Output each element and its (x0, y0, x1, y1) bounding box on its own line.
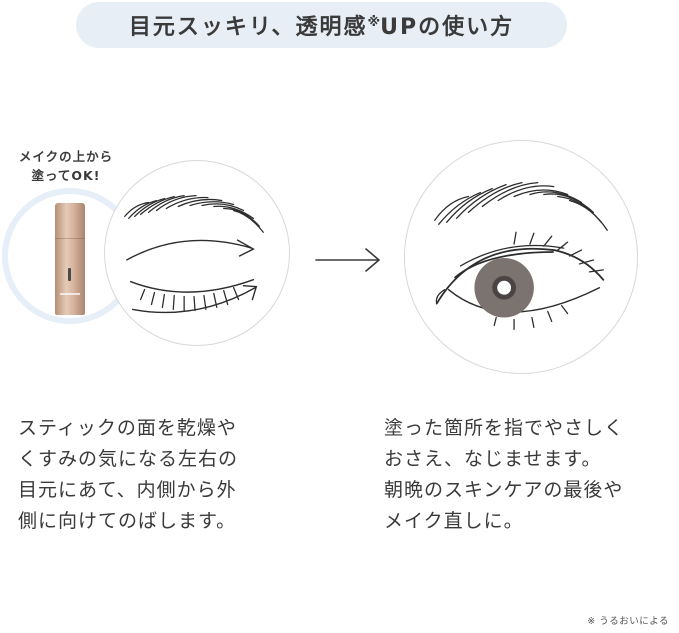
footnote: ※ うるおいによる (587, 616, 669, 627)
stick-cap-seam (55, 238, 85, 239)
right-arrow-icon (315, 248, 381, 272)
step-1-description: スティックの面を乾燥や くすみの気になる左右の 目元にあて、内側から外 側に向け… (18, 413, 238, 537)
page-title: 目元スッキリ、透明感※UPの使い方 (129, 9, 514, 41)
catchlight-icon (497, 280, 512, 295)
step-1-line: 目元にあて、内側から外 (18, 479, 237, 501)
title-note-mark: ※ (367, 15, 381, 30)
open-eye-icon (434, 181, 608, 331)
step-2-line: 朝晩のスキンケアの最後や (384, 479, 624, 501)
step-2-line: おさえ、なじませます。 (384, 448, 602, 470)
callout-line-1: メイクの上から (18, 149, 114, 164)
step-2-line: 塗った箇所を指でやさしく (384, 417, 625, 439)
callout-text: メイクの上から 塗ってOK! (4, 147, 128, 185)
step-1-line: スティックの面を乾燥や (18, 417, 237, 439)
title-banner: 目元スッキリ、透明感※UPの使い方 (76, 2, 567, 48)
title-main: 目元スッキリ、透明感 (128, 15, 368, 40)
step-1-line: くすみの気になる左右の (18, 448, 239, 470)
step-1-line: 側に向けてのばします。 (18, 510, 237, 532)
step-2-line: メイク直しに。 (384, 510, 524, 532)
closed-eye-icon (124, 194, 264, 314)
callout-line-2: 塗ってOK! (31, 168, 101, 183)
closed-eye-illustration (104, 160, 290, 346)
step-2-description: 塗った箇所を指でやさしく おさえ、なじませます。 朝晩のスキンケアの最後や メイ… (384, 413, 624, 537)
title-suffix: UPの使い方 (380, 15, 515, 40)
eye-stick-product-image (55, 203, 85, 315)
stick-slot (68, 268, 71, 281)
open-eye-illustration (404, 140, 638, 374)
stick-logo (60, 293, 80, 295)
